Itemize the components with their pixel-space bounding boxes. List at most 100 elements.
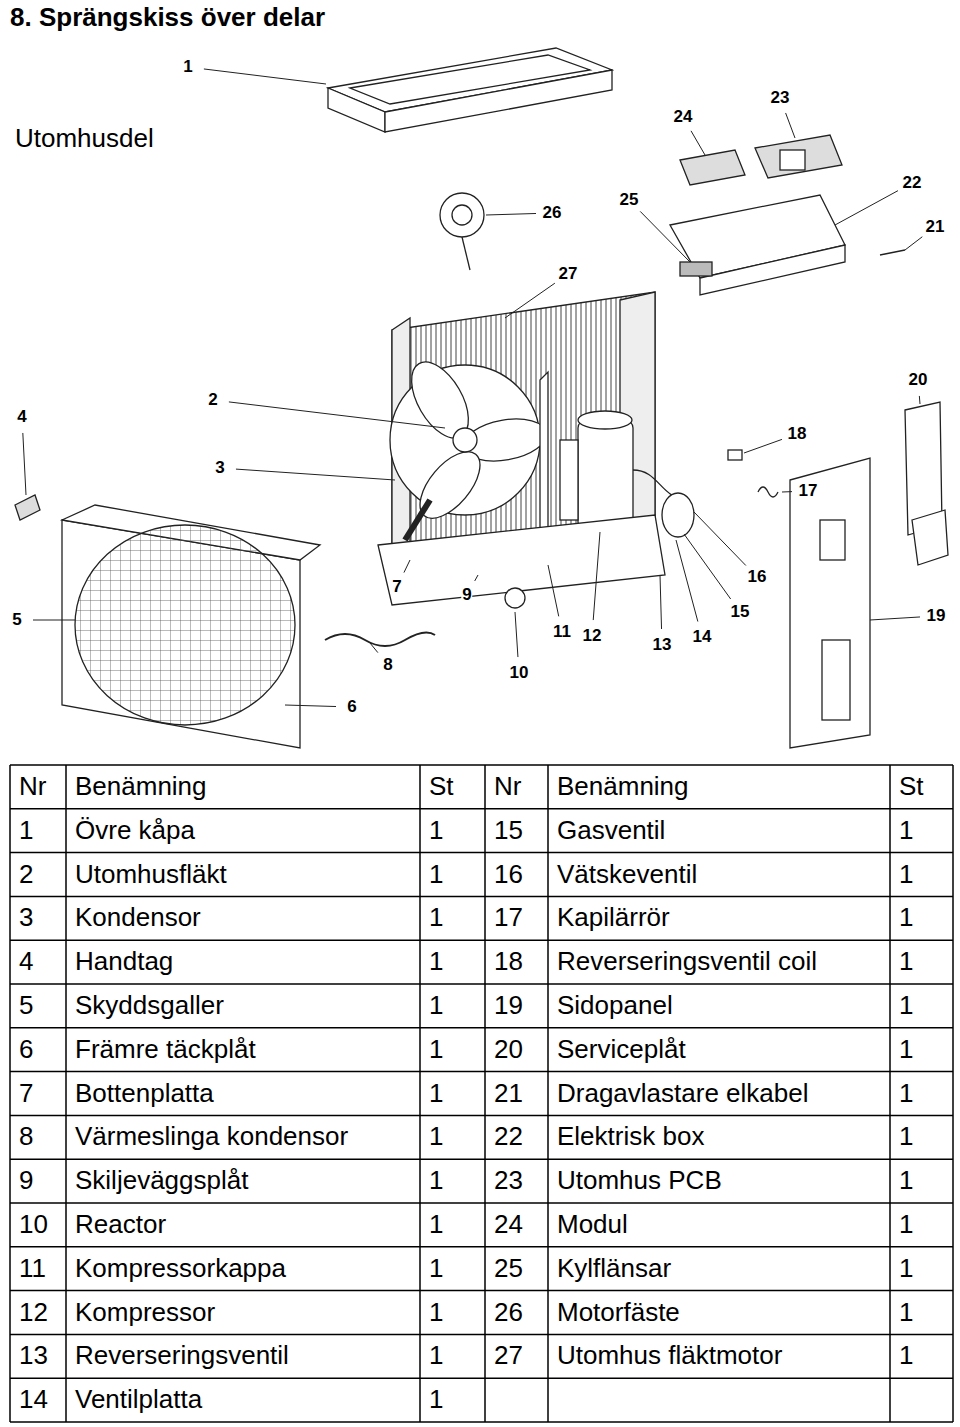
leader-line	[694, 512, 746, 566]
table-rule	[65, 765, 67, 1422]
table-cell: Skiljeväggsplåt	[75, 1159, 248, 1203]
callout-number: 2	[207, 391, 218, 409]
table-cell: 27	[494, 1334, 523, 1378]
leader-line	[919, 396, 921, 404]
table-cell: Modul	[557, 1203, 628, 1247]
table-rule	[10, 1421, 953, 1423]
leader-line	[370, 643, 378, 653]
table-cell: Gasventil	[557, 809, 665, 853]
callout-number: 8	[382, 656, 393, 674]
leader-line	[593, 532, 600, 620]
table-cell: 10	[19, 1203, 48, 1247]
leader-line	[236, 469, 395, 480]
table-rule	[10, 896, 953, 898]
table-cell: Nr	[19, 765, 46, 809]
leader-line	[404, 560, 410, 573]
table-rule	[547, 765, 549, 1422]
table-cell: 1	[429, 1115, 443, 1159]
table-cell: Utomhus fläktmotor	[557, 1334, 782, 1378]
leader-line	[285, 705, 336, 707]
table-cell: 1	[899, 809, 913, 853]
table-rule	[10, 939, 953, 941]
callout-number: 9	[461, 586, 472, 604]
table-rule	[484, 765, 486, 1422]
leader-line	[229, 402, 445, 428]
leader-line	[640, 211, 690, 262]
leader-line	[835, 191, 898, 225]
table-cell: 1	[899, 940, 913, 984]
table-cell: Nr	[494, 765, 521, 809]
table-cell: Bottenplatta	[75, 1072, 214, 1116]
table-cell: Elektrisk box	[557, 1115, 704, 1159]
leader-line	[204, 69, 326, 84]
table-rule	[10, 983, 953, 985]
table-cell: 1	[899, 853, 913, 897]
leader-line	[676, 540, 698, 622]
section-heading: Utomhusdel	[15, 123, 154, 154]
table-cell: Dragavlastare elkabel	[557, 1072, 808, 1116]
table-cell: 6	[19, 1028, 33, 1072]
table-rule	[10, 1377, 953, 1379]
table-cell: Reverseringsventil	[75, 1334, 289, 1378]
table-rule	[419, 765, 421, 1422]
table-rule	[9, 765, 11, 1422]
table-cell: Reactor	[75, 1203, 166, 1247]
leader-line	[870, 617, 920, 620]
leader-line	[505, 283, 555, 318]
leader-line	[486, 213, 536, 215]
table-cell: 1	[899, 1203, 913, 1247]
table-cell: Främre täckplåt	[75, 1028, 256, 1072]
table-cell: 1	[899, 1028, 913, 1072]
table-cell: 1	[899, 1072, 913, 1116]
table-rule	[10, 1115, 953, 1117]
table-cell: 22	[494, 1115, 523, 1159]
table-cell: Serviceplåt	[557, 1028, 686, 1072]
callout-number: 15	[730, 603, 751, 621]
table-cell: 19	[494, 984, 523, 1028]
table-cell: 1	[429, 1028, 443, 1072]
table-cell: 1	[899, 1247, 913, 1291]
callout-number: 13	[652, 636, 673, 654]
callout-number: 23	[770, 89, 791, 107]
table-cell: 1	[429, 809, 443, 853]
table-cell: 1	[429, 1159, 443, 1203]
leader-line	[905, 237, 922, 250]
table-cell: Övre kåpa	[75, 809, 195, 853]
callout-number: 19	[926, 607, 947, 625]
table-cell: 1	[899, 1334, 913, 1378]
table-cell: Kompressor	[75, 1291, 215, 1335]
table-cell: 1	[429, 853, 443, 897]
table-cell: 1	[899, 1115, 913, 1159]
table-cell: 5	[19, 984, 33, 1028]
callout-number: 27	[558, 265, 579, 283]
table-rule	[10, 852, 953, 854]
table-cell: 1	[429, 1378, 443, 1422]
table-rule	[10, 1290, 953, 1292]
table-rule	[952, 765, 954, 1422]
callout-number: 26	[542, 204, 563, 222]
table-cell: 8	[19, 1115, 33, 1159]
table-rule	[10, 808, 953, 810]
table-cell: Värmeslinga kondensor	[75, 1115, 348, 1159]
table-cell: 17	[494, 896, 523, 940]
callout-number: 6	[346, 698, 357, 716]
leader-line	[515, 612, 518, 657]
leader-line	[782, 491, 792, 492]
table-cell: 1	[899, 896, 913, 940]
callout-number: 14	[692, 628, 713, 646]
table-cell: Utomhusfläkt	[75, 853, 227, 897]
table-cell: St	[429, 765, 454, 809]
leader-line	[786, 113, 795, 138]
table-cell: 16	[494, 853, 523, 897]
table-cell: Sidopanel	[557, 984, 673, 1028]
callout-number: 21	[925, 218, 946, 236]
callout-number: 12	[582, 627, 603, 645]
callout-number: 11	[552, 623, 572, 641]
callout-number: 7	[391, 578, 402, 596]
table-cell: 23	[494, 1159, 523, 1203]
table-cell: 14	[19, 1378, 48, 1422]
table-cell: Utomhus PCB	[557, 1159, 722, 1203]
table-cell: Benämning	[75, 765, 207, 809]
table-cell: 2	[19, 853, 33, 897]
